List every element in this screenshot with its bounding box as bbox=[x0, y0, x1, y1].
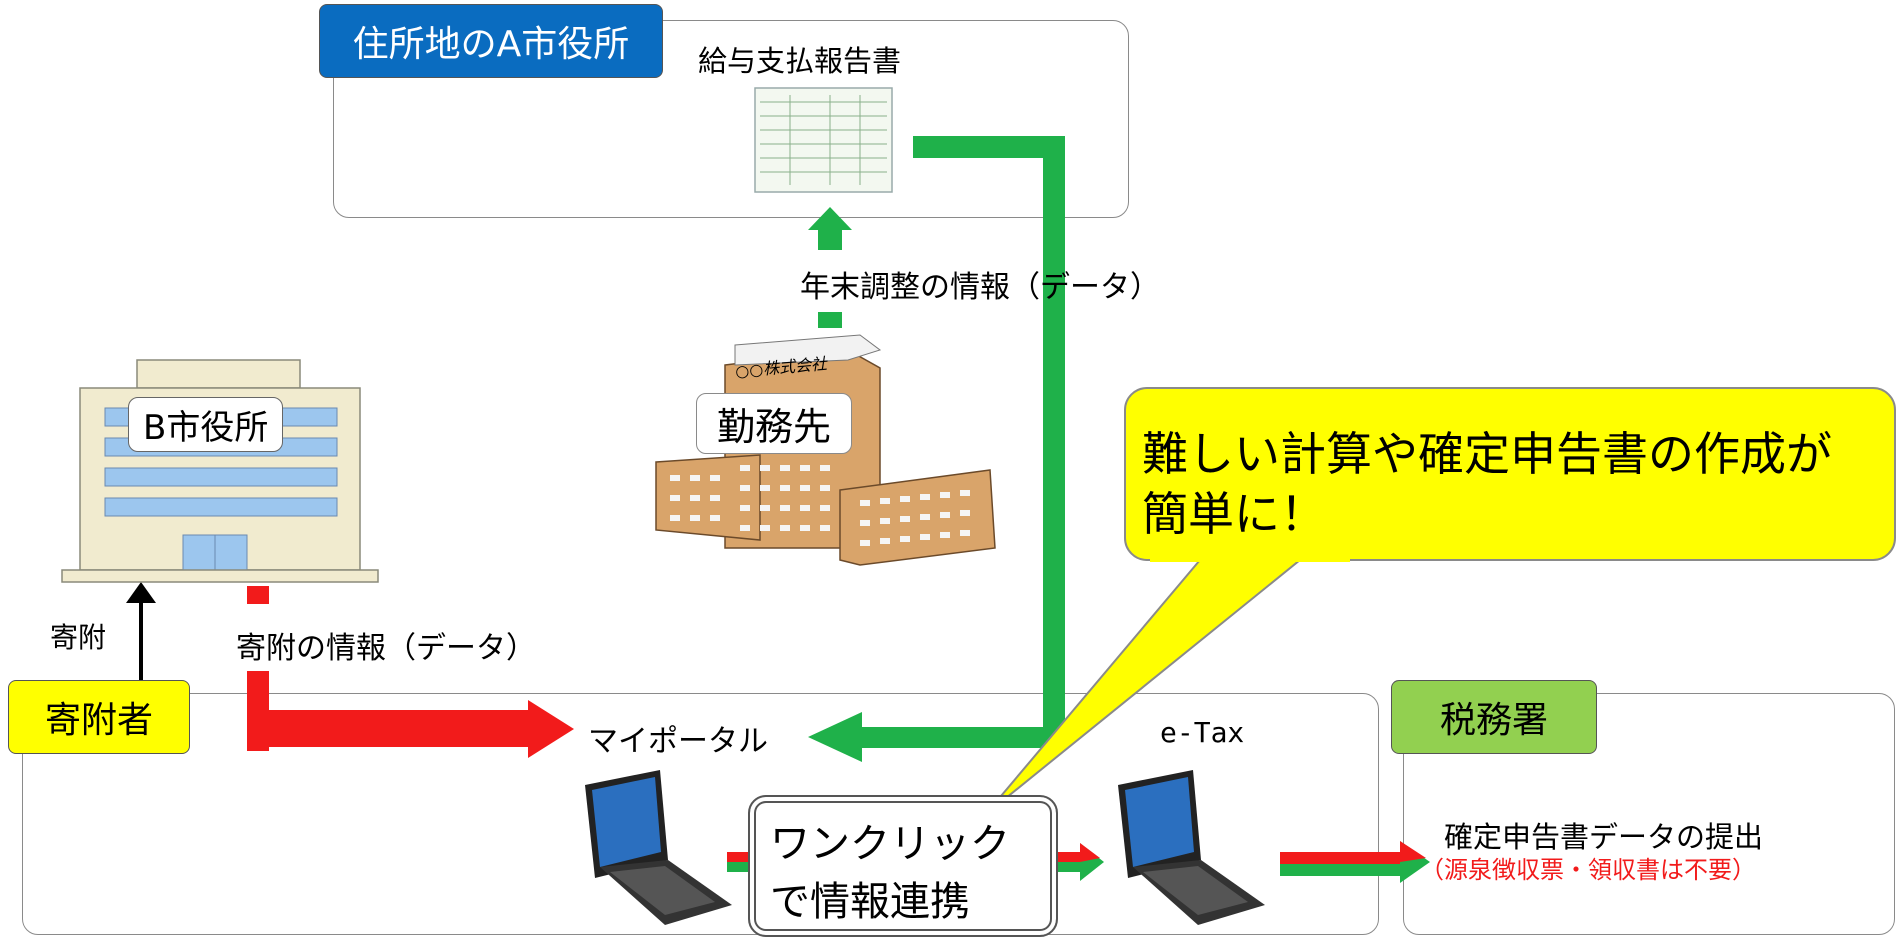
donor-tag: 寄附者 bbox=[8, 680, 190, 754]
etax-to-tax-office-arrow bbox=[1280, 841, 1430, 883]
one-click-line2: で情報連携 bbox=[770, 879, 970, 925]
year-end-up-arrow bbox=[808, 207, 852, 328]
report-label: 給与支払報告書 bbox=[698, 44, 902, 78]
etax-label: e-Tax bbox=[1160, 716, 1245, 749]
one-click-line1: ワンクリック bbox=[770, 821, 1010, 867]
red-flow-arrow bbox=[247, 586, 574, 758]
laptop-etax-icon bbox=[1118, 770, 1265, 925]
laptop-myportal-icon bbox=[585, 770, 732, 925]
callout-text-line1: 難しい計算や確定申告書の作成が bbox=[1142, 427, 1832, 481]
callout-bubble bbox=[984, 387, 1896, 816]
myportal-label: マイポータル bbox=[588, 724, 768, 759]
submit-label: 確定申告書データの提出 bbox=[1444, 820, 1764, 854]
city-hall-b-icon bbox=[61, 359, 379, 583]
city-b-label: B市役所 bbox=[128, 397, 284, 452]
portal-to-etax-arrow bbox=[727, 843, 1104, 881]
employer-label: 勤務先 bbox=[696, 393, 853, 454]
year-end-info-label: 年末調整の情報（データ） bbox=[800, 270, 1160, 305]
donation-up-arrow bbox=[126, 582, 156, 691]
city-a-tag: 住所地のA市役所 bbox=[319, 4, 663, 78]
no-receipt-note: （源泉徴収票・領収書は不要） bbox=[1420, 856, 1756, 884]
donation-arrow-label: 寄附 bbox=[50, 621, 107, 654]
callout-text-line2: 簡単に！ bbox=[1142, 487, 1326, 541]
donation-info-label: 寄附の情報（データ） bbox=[236, 631, 536, 666]
green-flow-arrow bbox=[808, 136, 1065, 762]
one-click-box: ワンクリック で情報連携 bbox=[748, 795, 1058, 937]
report-document-icon bbox=[754, 87, 893, 193]
tax-office-tag: 税務署 bbox=[1391, 680, 1597, 754]
